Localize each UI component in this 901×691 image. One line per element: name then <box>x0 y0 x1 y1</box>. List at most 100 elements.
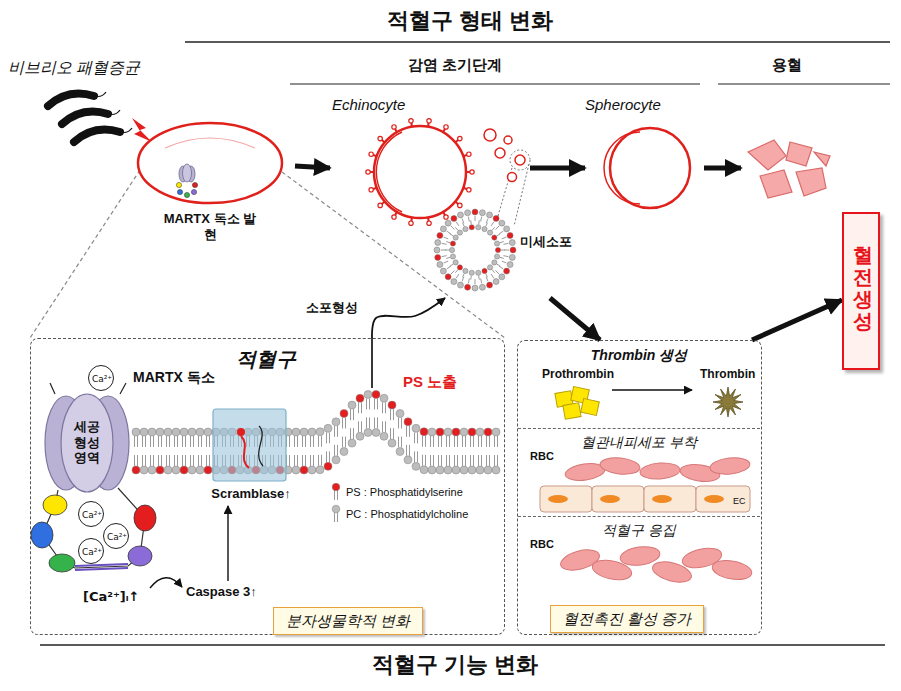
lipid-head <box>457 212 463 218</box>
lipid-tail <box>455 227 458 230</box>
membrane-bleb <box>515 155 525 165</box>
lipid-head <box>292 428 300 436</box>
membrane-bleb <box>484 129 496 141</box>
lipid-tail <box>446 436 447 447</box>
lipid-tail <box>361 421 362 432</box>
legend-row: PS : Phosphatidylserine <box>330 482 463 502</box>
lipid-head <box>509 240 515 246</box>
spherocyte: Spherocyte <box>585 96 700 210</box>
lipid-tail <box>446 257 450 258</box>
lipid-head <box>465 210 471 216</box>
lipid-head <box>356 394 364 402</box>
lipid-head <box>372 428 380 436</box>
lipid-head <box>492 466 500 474</box>
lipid-head <box>499 220 505 226</box>
lipid-tail <box>444 261 449 263</box>
lipid-tail <box>369 398 370 409</box>
lipid-head <box>364 428 372 436</box>
lipid-head <box>499 274 505 280</box>
lipid-tail <box>486 223 488 227</box>
spicule-tip <box>409 119 413 123</box>
lipid-head <box>484 466 492 474</box>
toxin-domain <box>134 505 156 531</box>
lipid-tail <box>470 276 472 280</box>
lipid-tail <box>468 217 470 222</box>
lipid-tail <box>366 398 367 409</box>
lipid-head <box>440 226 446 232</box>
lipid-head <box>457 230 462 235</box>
node-label: 적혈구 응집 <box>518 522 760 539</box>
node-label: 혈관내피세포 부착 <box>518 434 760 451</box>
endothelial-cell <box>644 486 696 512</box>
lipid-tail <box>451 271 455 275</box>
spicule-tip <box>409 221 413 225</box>
lipid-head <box>465 284 471 290</box>
lipid-icon <box>330 482 342 502</box>
scramblase: Scramblase↑ <box>201 406 304 506</box>
flip-arrow <box>259 426 263 466</box>
endothelial-cell <box>540 486 592 512</box>
lipid-tail <box>433 436 434 447</box>
lysed-cell-fragment <box>760 170 792 198</box>
lipid-tail <box>486 455 487 466</box>
lipid-head <box>172 466 180 474</box>
lipid-head <box>308 428 316 436</box>
lipid-tail <box>334 512 335 522</box>
lipid-tail <box>422 455 423 466</box>
attack-bolt <box>132 118 152 142</box>
shape-outline <box>330 94 530 226</box>
lipid-head <box>495 247 500 252</box>
lipid-tail <box>145 455 146 466</box>
zoom-line <box>514 164 529 226</box>
annotation-label: RBC <box>530 538 554 551</box>
domain-bead <box>192 182 197 187</box>
spherocyte-outline <box>610 128 690 208</box>
adherent-rbc <box>599 456 640 476</box>
lipid-tail <box>369 417 370 428</box>
lipid-head <box>457 282 463 288</box>
lipid-head <box>300 466 308 474</box>
lipid-head <box>476 466 484 474</box>
lipid-head <box>316 428 324 436</box>
lipid-tail <box>329 451 330 462</box>
lipid-tail <box>353 409 354 420</box>
lipid-head <box>332 505 340 513</box>
lipid-tail <box>137 455 138 466</box>
red-blood-cell: MARTX 독소 발현 <box>135 118 295 253</box>
lipid-tail <box>473 436 474 447</box>
lipid-tail <box>503 243 508 245</box>
lipid-head <box>372 390 380 398</box>
lipid-tail <box>454 436 455 447</box>
lipid-head <box>492 260 497 265</box>
lipid-tail <box>441 455 442 466</box>
node-label: 혈전촉진 활성 증가 <box>550 605 704 633</box>
lipid-head <box>507 232 513 238</box>
lipid-tail <box>470 455 471 466</box>
lipid-head <box>487 230 492 235</box>
lipid-tail <box>447 231 451 234</box>
lipid-tail <box>492 270 495 273</box>
lipid-tail <box>438 455 439 466</box>
node-label: Spherocyte <box>585 96 661 114</box>
lipid-head <box>468 466 476 474</box>
adherent-rbc <box>709 456 750 476</box>
lipid-tail <box>302 436 303 447</box>
lipid-tail <box>463 274 465 278</box>
flipping-lipid-head <box>237 428 245 436</box>
lipid-tail <box>486 436 487 447</box>
lipid-tail <box>417 451 418 462</box>
lipid-tail <box>166 455 167 466</box>
lipid-tail <box>398 418 399 429</box>
node-label: Ca²⁺ <box>104 524 130 550</box>
lipid-head <box>300 428 308 436</box>
lipid-head <box>428 466 436 474</box>
scramblase-protein <box>213 409 286 481</box>
lipid-head <box>435 254 441 260</box>
lipid-head <box>492 428 500 436</box>
lipid-head <box>316 466 324 474</box>
adhesion-band: 혈관내피세포 부착 <box>518 429 760 517</box>
lipid-tail <box>496 226 500 230</box>
lipid-head <box>440 268 446 274</box>
lipid-head <box>204 428 212 436</box>
